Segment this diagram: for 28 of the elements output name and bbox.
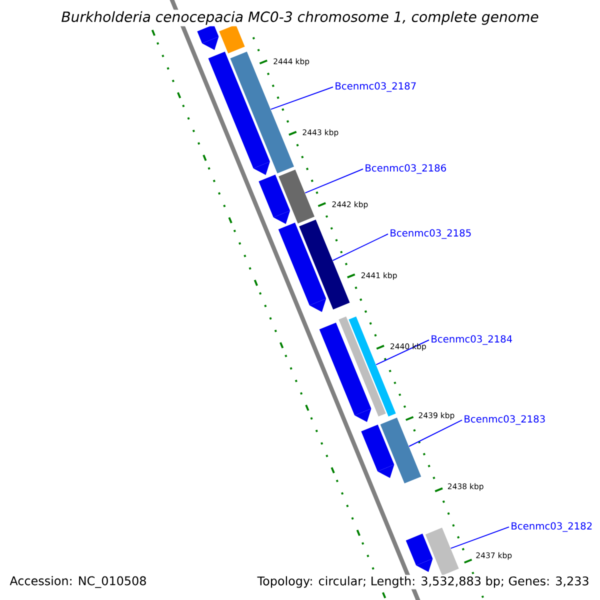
gene-block: [258, 174, 290, 224]
gene-block: [361, 424, 394, 478]
leader-line: [450, 526, 510, 549]
gene-block: [319, 322, 372, 422]
leader-line: [408, 420, 462, 447]
gene-feature-bar: [230, 52, 294, 174]
gene-feature-bar: [425, 528, 459, 576]
gene-label: Bcenmc03_2185: [390, 229, 471, 239]
gene-feature-bar: [338, 316, 386, 416]
gene-block: [197, 24, 219, 50]
leader-line: [376, 340, 430, 366]
genome-info-text: Topology: circular; Length: 3,532,883 bp; Genes: 3,233: [256, 574, 591, 590]
leader-line: [304, 168, 364, 194]
gene-label: Bcenmc03_2183: [464, 415, 545, 425]
accession-text: Accession: NC_010508: [10, 576, 146, 588]
gene-feature-bar: [219, 24, 245, 54]
gene-feature-bar: [299, 220, 350, 310]
leader-line: [270, 86, 334, 110]
gene-label: Bcenmc03_2182: [512, 522, 592, 532]
gene-block: [208, 52, 270, 175]
gene-feature-bar: [380, 418, 422, 484]
title: Burkholderia cenocepacia MC0-3 chromosome 1, complete genome: [60, 10, 540, 26]
gene-block: [278, 222, 326, 312]
gene-feature-bar: [278, 170, 315, 224]
gene-block: [406, 534, 433, 572]
gene-label: Bcenmc03_2184: [432, 335, 512, 345]
gene-label: Bcenmc03_2187: [336, 82, 416, 92]
gene-label: Bcenmc03_2186: [366, 164, 446, 174]
